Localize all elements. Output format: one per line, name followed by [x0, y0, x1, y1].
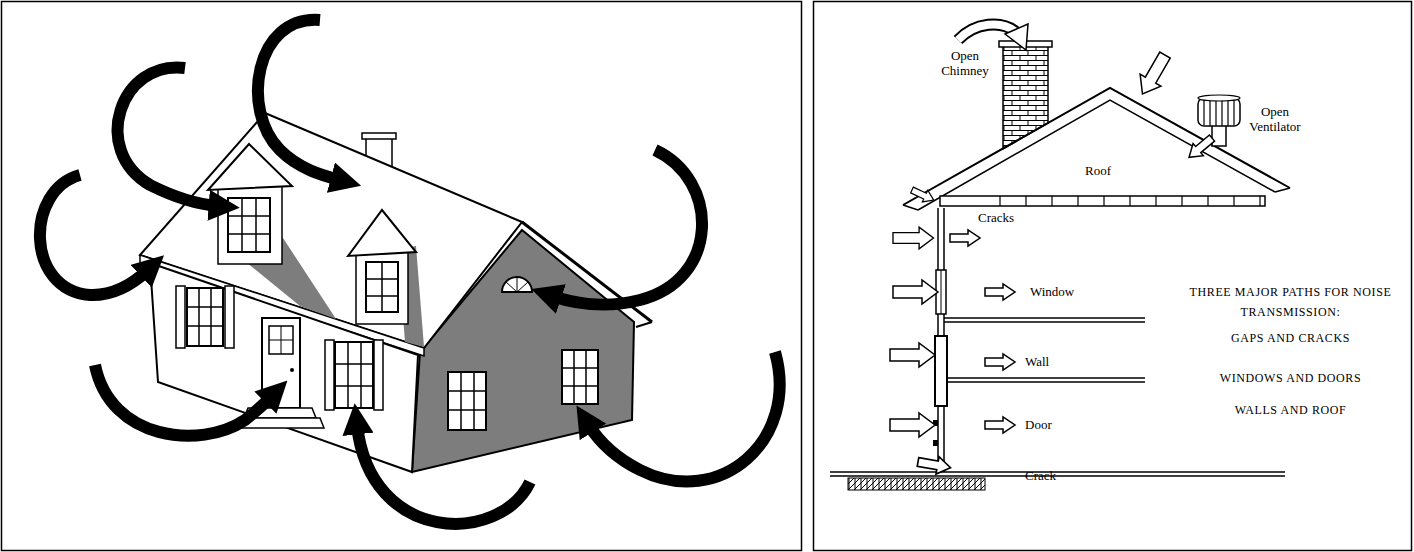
path-label: Door: [1025, 417, 1052, 432]
note-item: WINDOWS AND DOORS: [1168, 368, 1413, 388]
door-hinge: [933, 440, 938, 446]
noise-arrow: [40, 175, 148, 295]
front-window: [187, 288, 223, 346]
hollow-arrow: [893, 280, 938, 304]
window-panes: [506, 277, 528, 292]
side-window: [448, 372, 486, 430]
path-label: Wall: [1025, 354, 1049, 369]
dormer-window: [228, 198, 270, 252]
noise-arrow: [357, 425, 530, 524]
door-light: [269, 326, 293, 354]
part-label: Roof: [1085, 163, 1111, 178]
path-label: Crack: [1025, 468, 1056, 483]
turbine-cap: [1198, 95, 1240, 101]
roof-line: [903, 88, 1290, 205]
hollow-arrow: [890, 413, 935, 437]
ground-line: [830, 472, 1285, 476]
turbine-vanes: [1204, 98, 1234, 126]
hollow-arrow: [909, 184, 936, 206]
hollow-arrow: [916, 453, 952, 476]
window-panes: [366, 262, 398, 312]
ventilator-base: [1212, 124, 1226, 146]
rake-trim: [636, 322, 652, 327]
hollow-arrow: [985, 417, 1015, 433]
path-label: Window: [1030, 284, 1074, 299]
window-panes: [269, 326, 293, 354]
window-panes: [562, 350, 598, 404]
floor-line: [944, 318, 1145, 382]
window-panes: [335, 342, 373, 408]
hollow-arrow: [1184, 132, 1217, 164]
path-label: Cracks: [978, 210, 1014, 225]
panel-frame: [814, 2, 1412, 551]
dormer-roof: [348, 210, 416, 256]
note-item: GAPS AND CRACKS: [1168, 328, 1413, 348]
hollow-arrow: [893, 227, 934, 249]
part-label: Open Chimney: [936, 48, 994, 78]
noise-arrow: [118, 67, 218, 206]
eave-end: [903, 188, 1290, 210]
noise-arrows: [40, 20, 780, 524]
curved-arrow-head: [1005, 24, 1028, 50]
noise-arrow: [552, 150, 702, 305]
section-chimney: [1003, 46, 1048, 149]
side-window: [562, 350, 598, 404]
window-shutter: [325, 340, 334, 410]
house-roof: [140, 113, 522, 348]
noise-arrow: [95, 365, 272, 436]
wall-section: [935, 336, 947, 406]
hollow-arrow: [1132, 49, 1175, 100]
window-shutter: [225, 286, 234, 348]
joist-lines: [1000, 196, 1260, 206]
noise-arrow: [588, 352, 780, 482]
dormer-face: [218, 184, 282, 264]
dormer-window: [366, 262, 398, 312]
window-shutter: [374, 340, 383, 410]
note-heading: THREE MAJOR PATHS FOR NOISE TRANSMISSION…: [1168, 282, 1413, 322]
dormer-face: [356, 250, 408, 324]
front-window: [335, 342, 373, 408]
ceiling-joists: [940, 196, 1265, 206]
part-label: Open Ventilator: [1242, 104, 1308, 134]
hollow-arrow: [890, 343, 935, 367]
window-panes: [228, 198, 270, 252]
foundation: [848, 478, 985, 490]
window-panes: [187, 288, 223, 346]
hollow-arrow: [950, 230, 980, 246]
section-drawing: [830, 24, 1290, 490]
hollow-arrow: [985, 354, 1015, 370]
gable-window: [502, 277, 532, 292]
hollow-arrow: [985, 284, 1015, 300]
window-shutter: [176, 286, 185, 348]
house-drawing: [140, 113, 652, 472]
window-glass: [941, 270, 942, 314]
note-item: WALLS AND ROOF: [1168, 400, 1413, 420]
noise-arrow: [258, 20, 340, 180]
door-knob: [290, 368, 294, 372]
window-panes: [448, 372, 486, 430]
panel-frame: [2, 2, 802, 551]
chimney-cap: [362, 133, 396, 139]
ventilator-turbine: [1198, 98, 1240, 126]
